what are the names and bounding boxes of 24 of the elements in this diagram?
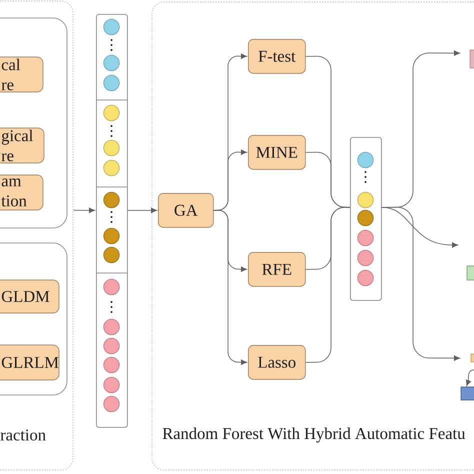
process-box: am tion — [0, 174, 44, 210]
panel-caption: Random Forest With Hybrid Automatic Featu — [162, 428, 466, 442]
cropped-box — [470, 50, 474, 68]
cropped-box — [470, 354, 474, 362]
arrow — [381, 207, 458, 248]
process-box: MINE — [248, 135, 306, 170]
arrow — [127, 208, 157, 214]
arrow — [466, 370, 474, 386]
panel-caption: raction — [0, 429, 46, 441]
connector-line — [305, 206, 350, 363]
process-box: Lasso — [248, 345, 306, 380]
process-box: RFE — [248, 252, 306, 287]
arrow — [73, 208, 95, 214]
arrow — [381, 206, 460, 361]
cropped-box — [460, 386, 474, 400]
rounded-frame — [0, 18, 68, 228]
process-box: GLRLM — [0, 344, 60, 380]
process-box: GLDM — [0, 280, 60, 314]
rounded-frame — [0, 242, 68, 396]
process-box: cal re — [0, 56, 44, 92]
arrow — [213, 210, 248, 365]
cropped-box — [466, 266, 474, 280]
process-box: F-test — [248, 39, 306, 74]
process-box: GA — [158, 193, 214, 228]
